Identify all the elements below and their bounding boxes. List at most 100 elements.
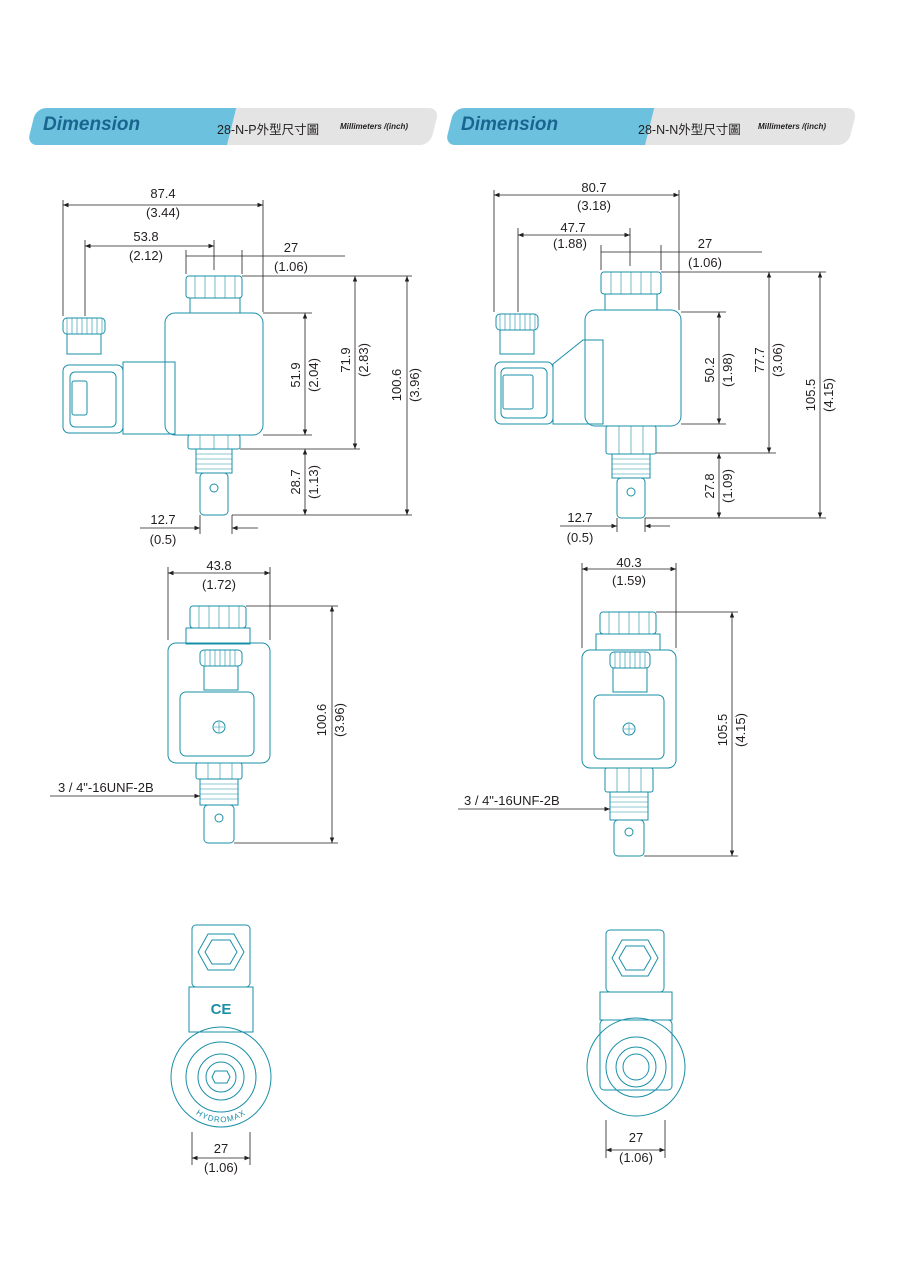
ce-mark-icon: CE bbox=[211, 1001, 232, 1018]
left-bottom-coil-circle bbox=[170, 1026, 272, 1128]
dim-label: 27 bbox=[629, 1130, 643, 1145]
thread-label: 3 / 4"-16UNF-2B bbox=[58, 780, 154, 795]
left-front-cartridge bbox=[203, 804, 235, 844]
dim-label: 50.2 bbox=[702, 357, 717, 382]
dim-label: (2.83) bbox=[356, 343, 371, 377]
dim-label: (3.44) bbox=[146, 205, 180, 220]
left-cartridge bbox=[199, 472, 229, 516]
dim-label: (1.98) bbox=[720, 353, 735, 387]
right-side-dims bbox=[493, 190, 826, 532]
right-side-view bbox=[494, 271, 682, 519]
left-bottom-marks: CE HYDROMAX bbox=[195, 1001, 248, 1124]
dim-label: (1.06) bbox=[204, 1160, 238, 1175]
dim-label: (1.88) bbox=[553, 236, 587, 251]
left-banner-title: Dimension bbox=[43, 114, 141, 135]
left-coil-body bbox=[164, 312, 264, 436]
dim-label: (1.09) bbox=[720, 469, 735, 503]
dim-label: (0.5) bbox=[150, 532, 177, 547]
right-thread bbox=[611, 453, 651, 479]
right-cartridge bbox=[616, 477, 646, 519]
dim-label: 105.5 bbox=[803, 379, 818, 412]
right-banner: Dimension 28-N-N外型尺寸圖 Millimeters /(inch… bbox=[445, 108, 858, 145]
left-front-dims bbox=[50, 567, 338, 844]
dim-label: 27 bbox=[214, 1141, 228, 1156]
right-connector-arm bbox=[552, 339, 604, 425]
left-banner-units: Millimeters /(inch) bbox=[340, 122, 409, 131]
dim-label: 100.6 bbox=[389, 369, 404, 402]
left-front-top-nut bbox=[189, 605, 247, 629]
dim-label: 71.9 bbox=[338, 347, 353, 372]
dim-label: (2.12) bbox=[129, 248, 163, 263]
left-front-connector-nut bbox=[199, 649, 243, 667]
right-banner-model: 28-N-N外型尺寸圖 bbox=[638, 123, 741, 137]
left-connector-nut bbox=[62, 317, 106, 335]
dim-label: (1.59) bbox=[612, 573, 646, 588]
dim-label: 27.8 bbox=[702, 473, 717, 498]
right-coil-body bbox=[584, 309, 682, 427]
dim-label: 87.4 bbox=[150, 186, 175, 201]
right-bottom-view bbox=[586, 929, 686, 1117]
thread-label: 3 / 4"-16UNF-2B bbox=[464, 793, 560, 808]
left-banner: Dimension 28-N-P外型尺寸圖 Millimeters /(inch… bbox=[27, 108, 440, 145]
dim-label: (3.96) bbox=[407, 368, 422, 402]
right-connector-box bbox=[494, 361, 554, 425]
brand-mark: HYDROMAX bbox=[195, 1108, 248, 1124]
left-side-view bbox=[62, 275, 264, 516]
dim-label: 51.9 bbox=[288, 362, 303, 387]
dim-label: 27 bbox=[698, 236, 712, 251]
left-bottom-labels: 27 (1.06) bbox=[204, 1141, 238, 1175]
right-front-connector-box bbox=[593, 694, 665, 760]
left-side-dims bbox=[62, 200, 412, 534]
left-front-connector-box bbox=[179, 691, 255, 757]
left-connector-neck bbox=[66, 333, 102, 355]
dim-label: (0.5) bbox=[567, 530, 594, 545]
right-banner-units: Millimeters /(inch) bbox=[758, 122, 827, 131]
dim-label: 100.6 bbox=[314, 704, 329, 737]
dim-label: (2.04) bbox=[306, 358, 321, 392]
dim-label: 77.7 bbox=[752, 347, 767, 372]
dim-label: (1.06) bbox=[688, 255, 722, 270]
right-front-labels: 40.3 (1.59) 105.5 (4.15) 3 / 4"-16UNF-2B bbox=[464, 555, 748, 808]
dim-label: (3.96) bbox=[332, 703, 347, 737]
dim-label: (1.13) bbox=[306, 465, 321, 499]
dim-label: (1.06) bbox=[274, 259, 308, 274]
dim-label: (3.06) bbox=[770, 343, 785, 377]
dim-label: 12.7 bbox=[150, 512, 175, 527]
left-bottom-view bbox=[170, 924, 272, 1128]
left-front-coil bbox=[167, 642, 271, 764]
right-front-thread bbox=[609, 791, 649, 821]
right-bottom-hex-icon bbox=[611, 939, 659, 977]
right-front-cartridge bbox=[613, 819, 645, 857]
left-bottom-hex-icon bbox=[197, 933, 245, 971]
dim-label: 80.7 bbox=[581, 180, 606, 195]
left-front-view bbox=[167, 605, 271, 844]
dim-label: 53.8 bbox=[133, 229, 158, 244]
left-side-labels: 87.4 (3.44) 53.8 (2.12) 27 (1.06) 51.9 (… bbox=[129, 186, 422, 547]
left-front-hex bbox=[195, 762, 243, 780]
left-bottom-dims bbox=[191, 1132, 251, 1165]
right-bottom-connector bbox=[605, 929, 665, 993]
left-thread bbox=[195, 448, 233, 474]
right-bottom-labels: 27 (1.06) bbox=[619, 1130, 653, 1165]
dim-label: (4.15) bbox=[733, 713, 748, 747]
dim-label: 105.5 bbox=[715, 714, 730, 747]
right-front-top-nut bbox=[599, 611, 657, 635]
right-connector-nut bbox=[495, 313, 539, 331]
dim-label: 28.7 bbox=[288, 469, 303, 494]
left-front-labels: 43.8 (1.72) 100.6 (3.96) 3 / 4"-16UNF-2B bbox=[58, 558, 347, 795]
right-front-view bbox=[581, 611, 677, 857]
dim-label: 27 bbox=[284, 240, 298, 255]
left-top-nut bbox=[185, 275, 243, 299]
dim-label: (1.72) bbox=[202, 577, 236, 592]
right-front-dims bbox=[458, 563, 738, 857]
left-connector-arm bbox=[122, 361, 176, 435]
right-banner-title: Dimension bbox=[461, 114, 559, 135]
dim-label: (4.15) bbox=[821, 378, 836, 412]
right-bottom-coil-circle bbox=[586, 1017, 686, 1117]
dim-label: 43.8 bbox=[206, 558, 231, 573]
right-side-labels: 80.7 (3.18) 47.7 (1.88) 27 (1.06) 50.2 (… bbox=[553, 180, 836, 545]
left-banner-model: 28-N-P外型尺寸圖 bbox=[217, 123, 320, 137]
right-bottom-dims bbox=[605, 1120, 666, 1158]
left-front-thread bbox=[199, 778, 239, 806]
